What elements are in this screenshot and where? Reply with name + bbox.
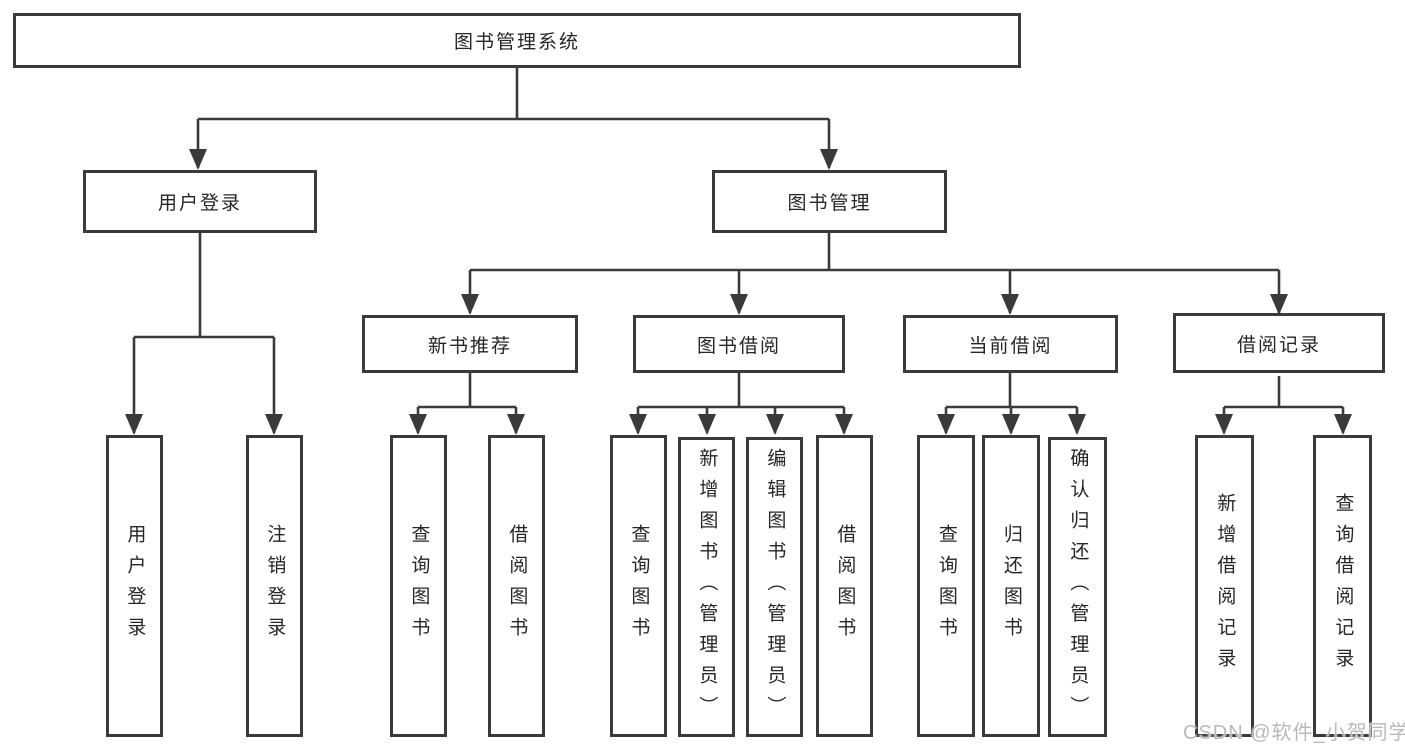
edge-borrow-to-leaves <box>636 373 846 433</box>
leaf-add-borrow-record: 新增借阅记录 <box>1195 435 1254 737</box>
leaf-query-borrow-record-label: 查询借阅记录 <box>1332 493 1354 679</box>
node-book-management: 图书管理 <box>712 170 947 233</box>
edge-userlogin-to-leaves <box>132 233 276 433</box>
leaf-user-login-label: 用户登录 <box>124 524 146 648</box>
leaf-confirm-return-admin-label: 确认归还（管理员） <box>1067 447 1089 727</box>
node-new-book-recommend-label: 新书推荐 <box>427 335 512 357</box>
edge-bookmgmt-to-level3 <box>468 233 1281 313</box>
leaf-borrow-books-recommend-label: 借阅图书 <box>506 524 528 648</box>
node-current-borrowing: 当前借阅 <box>903 315 1118 373</box>
node-library-system-label: 图书管理系统 <box>453 32 580 53</box>
leaf-edit-books-admin: 编辑图书（管理员） <box>746 437 803 737</box>
leaf-query-books-current-label: 查询图书 <box>935 524 957 648</box>
leaf-query-books-current: 查询图书 <box>917 435 975 737</box>
leaf-query-books-recommend-label: 查询图书 <box>408 524 430 648</box>
node-borrowing-records-label: 借阅记录 <box>1236 334 1321 356</box>
leaf-add-borrow-record-label: 新增借阅记录 <box>1214 493 1236 679</box>
node-borrowing-records: 借阅记录 <box>1173 313 1385 373</box>
leaf-borrow-books-borrowing-label: 借阅图书 <box>834 524 856 648</box>
edge-root-to-level2 <box>196 68 831 168</box>
leaf-return-books: 归还图书 <box>982 435 1040 737</box>
leaf-add-books-admin-label: 新增图书（管理员） <box>696 447 718 727</box>
leaf-user-login: 用户登录 <box>106 435 163 737</box>
leaf-logout: 注销登录 <box>246 435 303 737</box>
leaf-return-books-label: 归还图书 <box>1000 524 1022 648</box>
leaf-query-books-borrowing: 查询图书 <box>610 435 667 737</box>
node-user-login: 用户登录 <box>83 170 317 233</box>
leaf-edit-books-admin-label: 编辑图书（管理员） <box>764 447 786 727</box>
csdn-watermark: CSDN @软件_小贺同学 <box>1183 722 1405 744</box>
node-library-system: 图书管理系统 <box>13 13 1021 68</box>
node-user-login-label: 用户登录 <box>157 193 242 214</box>
leaf-query-borrow-record: 查询借阅记录 <box>1313 435 1372 737</box>
leaf-query-books-borrowing-label: 查询图书 <box>628 524 650 648</box>
leaf-confirm-return-admin: 确认归还（管理员） <box>1048 437 1107 737</box>
leaf-logout-label: 注销登录 <box>264 524 286 648</box>
node-book-borrowing-label: 图书借阅 <box>696 335 781 357</box>
node-book-borrowing: 图书借阅 <box>633 315 845 373</box>
edge-recommend-to-leaves <box>416 373 518 433</box>
edge-records-to-leaves <box>1222 376 1345 433</box>
leaf-add-books-admin: 新增图书（管理员） <box>678 437 735 737</box>
leaf-borrow-books-recommend: 借阅图书 <box>488 435 545 737</box>
node-current-borrowing-label: 当前借阅 <box>968 335 1053 357</box>
leaf-borrow-books-borrowing: 借阅图书 <box>816 435 873 737</box>
arrowheads <box>125 149 1352 435</box>
node-new-book-recommend: 新书推荐 <box>362 315 578 373</box>
node-book-management-label: 图书管理 <box>787 193 872 214</box>
leaf-query-books-recommend: 查询图书 <box>390 435 447 737</box>
